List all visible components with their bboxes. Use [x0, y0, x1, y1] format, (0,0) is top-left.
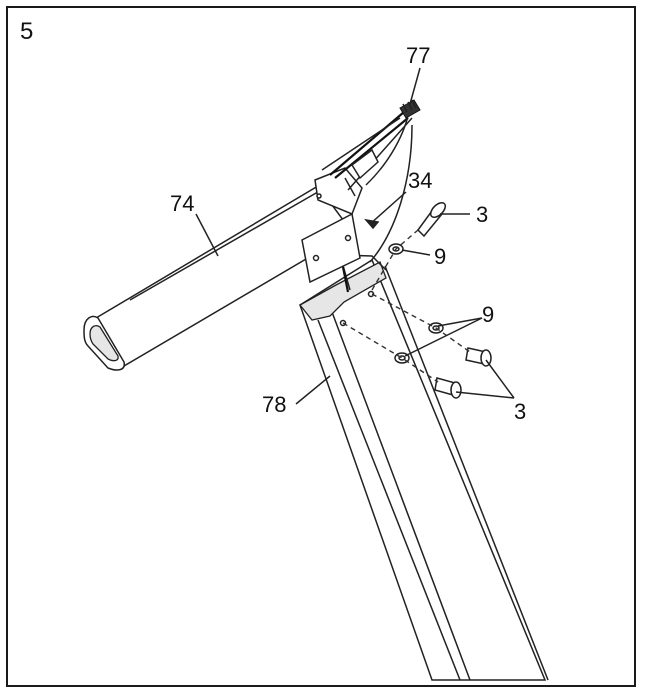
callout-78: 78	[262, 392, 286, 417]
callout-3-top: 3	[476, 202, 488, 227]
wire-harness	[321, 111, 413, 263]
step-number: 5	[20, 18, 34, 45]
callout-3-bottom: 3	[514, 399, 526, 424]
callout-77: 77	[406, 43, 430, 68]
leader-lines	[195, 67, 515, 405]
alignment-lines	[342, 229, 471, 383]
callout-9-bottom: 9	[482, 302, 494, 327]
bolt-3-top	[417, 201, 447, 238]
upright-tube-78	[299, 254, 549, 681]
callout-9-top: 9	[434, 244, 446, 269]
callout-74: 74	[170, 191, 194, 216]
callout-34: 34	[408, 168, 432, 193]
bolts-3-bottom	[434, 347, 492, 399]
connector-77	[399, 99, 421, 119]
handlebar-tube-74	[83, 167, 363, 371]
